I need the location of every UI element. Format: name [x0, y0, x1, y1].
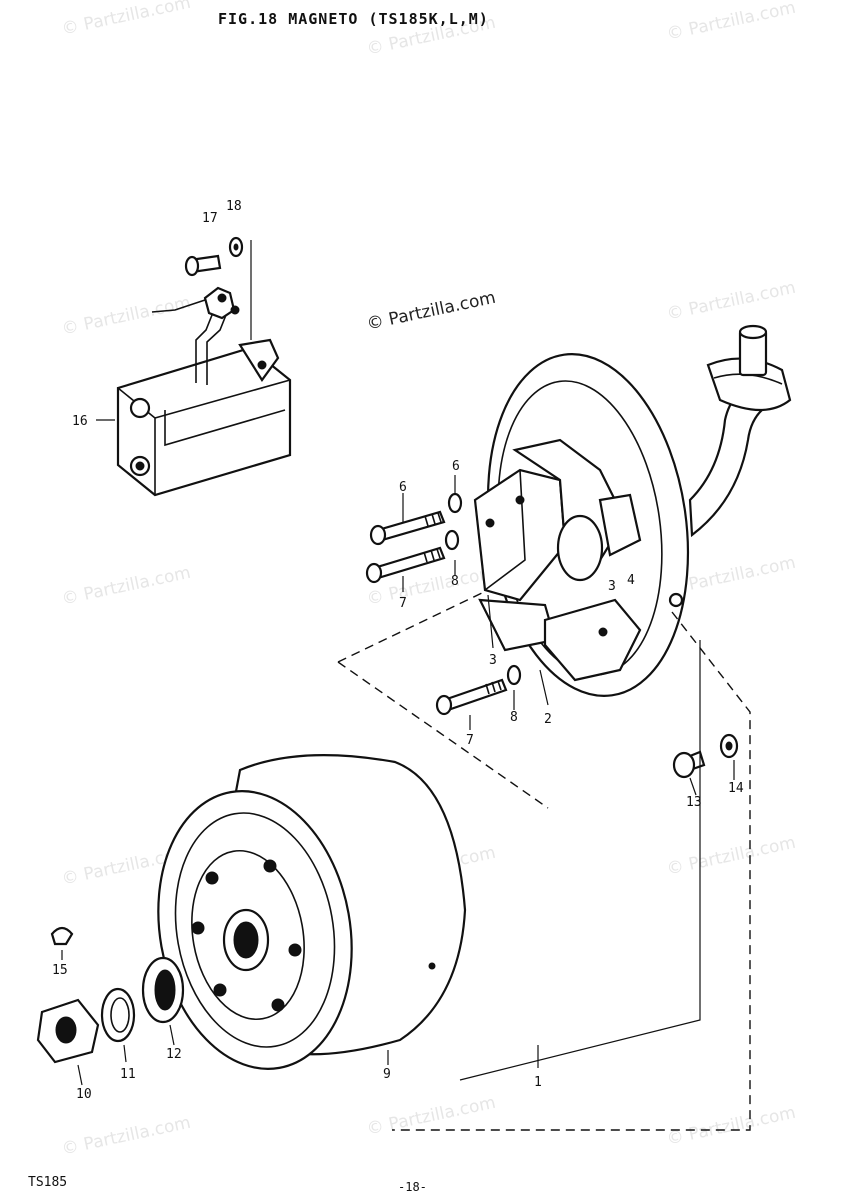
stator-screw-middle	[365, 546, 446, 584]
callout-number: 6	[452, 459, 460, 474]
page-number: -18-	[398, 1180, 427, 1194]
plate-screw	[672, 750, 706, 779]
ignition-coil	[116, 286, 292, 497]
callout-number: 10	[76, 1087, 92, 1102]
coil-screw	[184, 254, 222, 277]
callout-number: 3	[608, 579, 616, 594]
callout-number: 15	[52, 963, 68, 978]
stator-screw-upper	[369, 510, 446, 546]
callout-number: 2	[544, 712, 552, 727]
callout-number: 4	[627, 573, 635, 588]
callout-number: 7	[466, 733, 474, 748]
model-code: TS185	[28, 1175, 68, 1190]
callout-number: 8	[510, 710, 518, 725]
callout-number: 12	[166, 1047, 182, 1062]
coil-washer	[228, 236, 244, 258]
assembly-line-left	[337, 592, 483, 663]
figure-title: FIG.18 MAGNETO (TS185K,L,M)	[218, 10, 489, 28]
callout-number: 13	[686, 795, 702, 810]
flywheel-rotor	[157, 754, 467, 1070]
callout-number: 18	[226, 199, 242, 214]
lock-washers	[444, 492, 522, 686]
callout-number: 17	[202, 211, 218, 226]
callout-number: 14	[728, 781, 744, 796]
plate-washer	[719, 733, 739, 759]
callout-number: 1	[534, 1075, 542, 1090]
callout-number: 11	[120, 1067, 136, 1082]
assembly-line-right	[392, 611, 751, 1131]
assembly-line-left	[337, 661, 549, 809]
callout-number: 9	[383, 1067, 391, 1082]
rotor-nut	[36, 998, 100, 1064]
callout-number: 8	[451, 574, 459, 589]
callout-number: 3	[489, 653, 497, 668]
rotor-washer-11	[100, 987, 136, 1043]
callout-number: 6	[399, 480, 407, 495]
stator-coils	[473, 438, 684, 682]
callout-number: 7	[399, 596, 407, 611]
stator-screw-lower	[435, 678, 508, 716]
callout-number: 16	[72, 414, 88, 429]
woodruff-key	[50, 926, 74, 946]
rotor-washer-12	[141, 956, 185, 1024]
